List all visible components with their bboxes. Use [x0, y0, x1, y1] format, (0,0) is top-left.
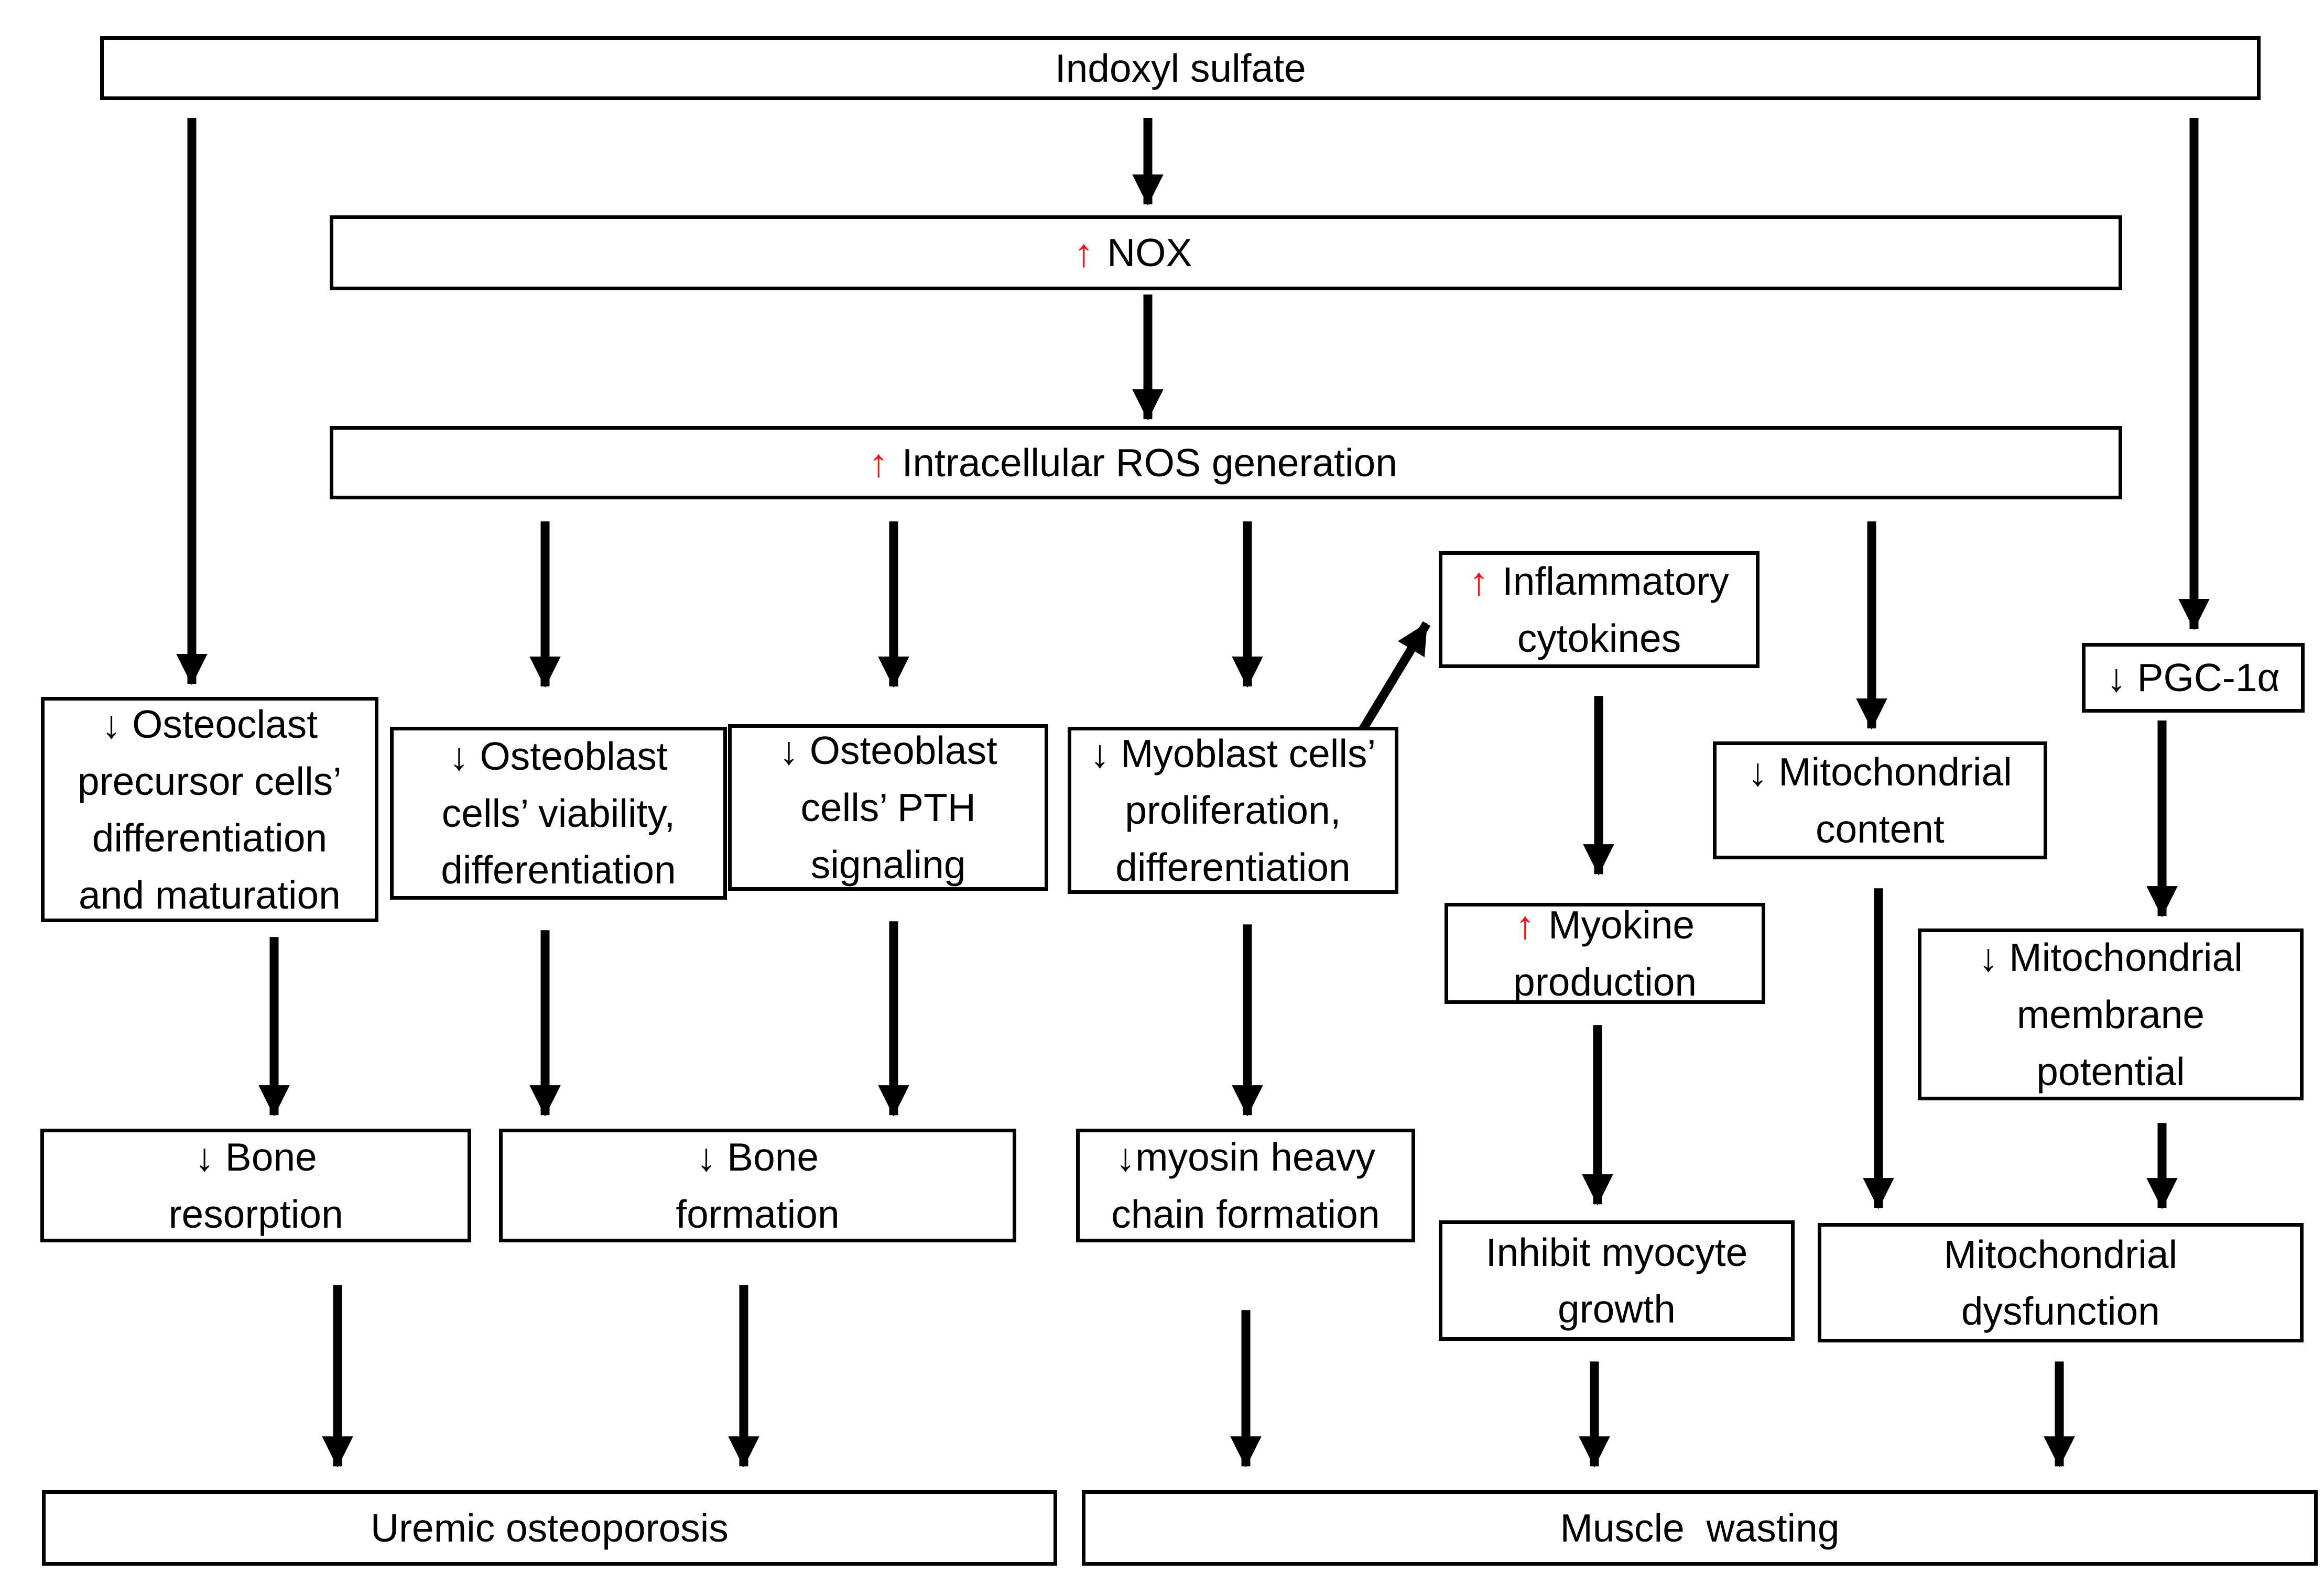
- box-myokine-production: ↑ Myokine production: [1445, 903, 1766, 1004]
- box-label: Uremic osteoporosis: [370, 1506, 729, 1550]
- box-label: ↓ Osteoclast: [101, 702, 318, 746]
- box-label: ↑ Intracellular ROS generation: [869, 434, 1397, 491]
- up-arrow-glyph: ↑: [868, 440, 889, 485]
- up-arrow-glyph: ↑: [1074, 231, 1094, 275]
- box-label: differentiation: [1115, 845, 1351, 889]
- box-label: membrane: [2016, 992, 2204, 1036]
- box-osteoblast-pth: ↓ Osteoblast cells’ PTH signaling: [728, 724, 1049, 891]
- box-label: cells’ PTH: [800, 785, 976, 829]
- box-label: content: [1815, 806, 1945, 851]
- box-membrane-potential: ↓ Mitochondrial membrane potential: [1917, 928, 2304, 1101]
- box-label: production: [1513, 959, 1697, 1004]
- box-label: ↓ Mitochondrial: [1979, 935, 2243, 980]
- box-label: ↑ NOX: [1074, 224, 1192, 281]
- box-label: signaling: [810, 842, 966, 887]
- box-label: ↓ Mitochondrial: [1747, 749, 2012, 794]
- box-label: ↓ PGC-1α: [2106, 656, 2280, 700]
- box-label: growth: [1558, 1287, 1676, 1331]
- box-label: resorption: [168, 1192, 343, 1236]
- box-label: ↑ Myokine: [1515, 897, 1695, 954]
- box-label: differentiation: [92, 816, 328, 860]
- box-label: ↓myosin heavy: [1115, 1135, 1376, 1179]
- box-intracellular-ros: ↑ Intracellular ROS generation: [330, 426, 2123, 500]
- box-muscle-wasting: Muscle wasting: [1082, 1490, 2318, 1566]
- box-label: ↓ Osteoblast: [779, 728, 997, 773]
- up-arrow-glyph: ↑: [1515, 902, 1535, 947]
- box-label: Indoxyl sulfate: [1055, 46, 1306, 90]
- box-label: ↑ Inflammatory: [1469, 553, 1729, 610]
- box-mitochondrial-dysfunction: Mitochondrial dysfunction: [1817, 1223, 2304, 1343]
- box-label: cytokines: [1517, 616, 1681, 660]
- box-label: ↓ Myoblast cells’: [1090, 731, 1376, 775]
- box-label: precursor cells’: [78, 759, 342, 803]
- box-label: ↓ Bone: [194, 1135, 317, 1179]
- box-osteoclast-precursor: ↓ Osteoclast precursor cells’ differenti…: [41, 697, 378, 923]
- box-mitochondrial-content: ↓ Mitochondrial content: [1712, 741, 2047, 859]
- box-label: differentiation: [441, 848, 676, 892]
- up-arrow-glyph: ↑: [1469, 559, 1489, 604]
- box-uremic-osteoporosis: Uremic osteoporosis: [41, 1490, 1057, 1566]
- box-label-text: NOX: [1107, 231, 1192, 275]
- box-bone-formation: ↓ Bone formation: [498, 1129, 1016, 1243]
- arrow-myoblast-to-inflammatory: [1359, 621, 1431, 732]
- box-label-text: Myokine: [1548, 902, 1695, 947]
- box-osteoblast-viability: ↓ Osteoblast cells’ viability, different…: [390, 727, 727, 900]
- box-nox: ↑ NOX: [330, 215, 2123, 291]
- box-indoxyl-sulfate: Indoxyl sulfate: [100, 36, 2261, 101]
- box-label: Mitochondrial: [1943, 1232, 2178, 1276]
- box-label: dysfunction: [1961, 1289, 2160, 1334]
- box-label: and maturation: [79, 872, 341, 917]
- box-bone-resorption: ↓ Bone resorption: [40, 1129, 472, 1243]
- box-myosin-heavy-chain: ↓myosin heavy chain formation: [1076, 1129, 1415, 1243]
- box-pgc1a: ↓ PGC-1α: [2081, 643, 2305, 713]
- box-myoblast: ↓ Myoblast cells’ proliferation, differe…: [1067, 727, 1398, 894]
- box-label-text: Intracellular ROS generation: [902, 440, 1397, 485]
- box-label: potential: [2036, 1049, 2185, 1094]
- box-label: formation: [676, 1192, 840, 1236]
- box-label: Inhibit myocyte: [1485, 1230, 1748, 1274]
- box-inflammatory-cytokines: ↑ Inflammatory cytokines: [1439, 551, 1760, 669]
- box-label: ↓ Bone: [696, 1135, 819, 1179]
- box-label: ↓ Osteoblast: [449, 734, 668, 779]
- box-label: proliferation,: [1125, 788, 1341, 833]
- box-label: Muscle wasting: [1560, 1506, 1840, 1550]
- box-label: chain formation: [1111, 1192, 1380, 1236]
- box-inhibit-myocyte-growth: Inhibit myocyte growth: [1439, 1220, 1795, 1341]
- box-label-text: Inflammatory: [1502, 559, 1729, 604]
- box-label: cells’ viability,: [441, 791, 676, 835]
